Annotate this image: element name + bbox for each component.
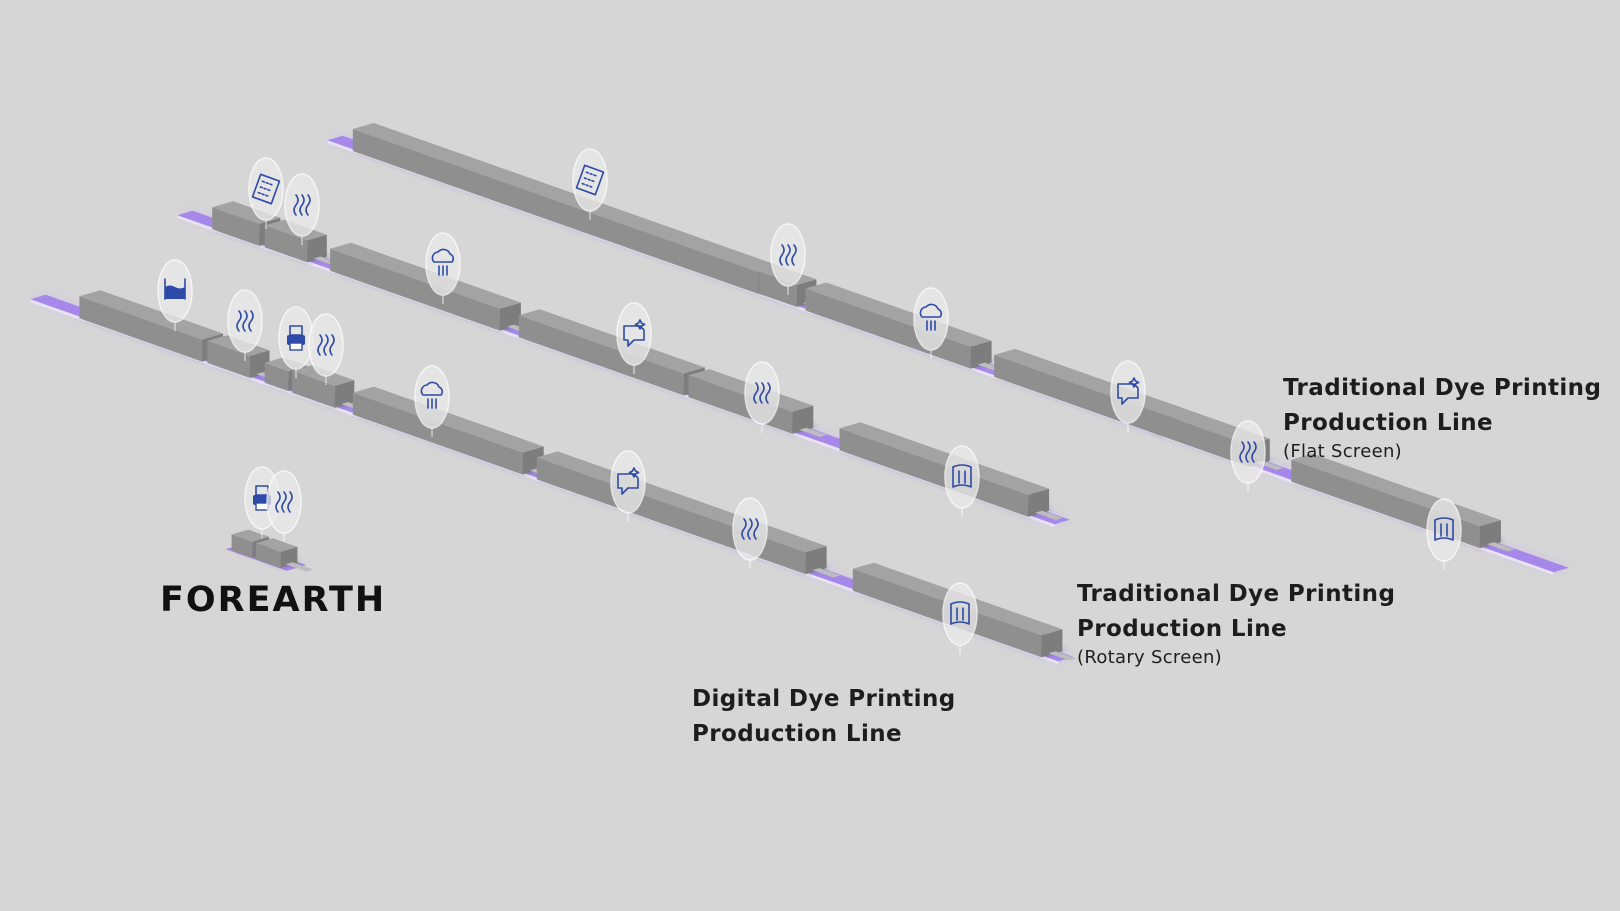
steam-icon xyxy=(779,244,797,266)
flat-production-line xyxy=(327,123,1569,576)
machine-unit xyxy=(256,538,298,552)
rotary-line-subtitle: (Rotary Screen) xyxy=(1077,647,1223,668)
station-bubble xyxy=(284,173,320,245)
screen-icon xyxy=(251,173,281,205)
machine-unit xyxy=(518,309,705,374)
steam-icon xyxy=(317,334,335,356)
station-bubble xyxy=(414,365,450,437)
station-bubble xyxy=(278,306,314,378)
digital-line-label: Digital Dye Printing Production Line xyxy=(692,682,956,752)
steamer-icon xyxy=(919,303,943,331)
rotary-line-title-1: Traditional Dye Printing xyxy=(1077,581,1396,607)
digital-line-title-1: Digital Dye Printing xyxy=(692,686,956,712)
printer-icon xyxy=(287,325,305,351)
steam-icon xyxy=(275,491,293,513)
station-bubble xyxy=(1230,420,1266,492)
flat-line-title-2: Production Line xyxy=(1283,410,1494,436)
machine-unit xyxy=(839,422,1050,495)
station-bubble xyxy=(616,302,652,374)
flat-line-title-1: Traditional Dye Printing xyxy=(1283,375,1602,401)
stenter-icon xyxy=(952,464,972,488)
wash-icon xyxy=(617,467,640,495)
machine-unit xyxy=(352,386,544,453)
station-bubble xyxy=(157,259,193,331)
machine-unit xyxy=(330,242,521,309)
flat-line-subtitle: (Flat Screen) xyxy=(1283,441,1402,462)
steam-icon xyxy=(1239,441,1257,463)
rotary-screen-line-label: Traditional Dye Printing Production Line… xyxy=(1077,577,1395,669)
stenter-icon xyxy=(950,601,970,625)
station-bubble xyxy=(770,223,806,295)
stenter-icon xyxy=(1434,517,1454,541)
station-bubble xyxy=(227,289,263,361)
steam-icon xyxy=(741,518,759,540)
station-bubble xyxy=(425,232,461,304)
steam-icon xyxy=(293,194,311,216)
station-bubble xyxy=(248,157,284,229)
wash-icon xyxy=(1117,377,1140,405)
station-bubble xyxy=(572,148,608,220)
station-bubble xyxy=(308,313,344,385)
steam-icon xyxy=(753,382,771,404)
steamer-icon xyxy=(431,248,455,276)
station-bubble xyxy=(1426,498,1462,570)
digital-line-title-2: Production Line xyxy=(692,721,903,747)
rotary-production-line xyxy=(177,157,1070,528)
standalone-printing-unit xyxy=(225,466,314,572)
machine-unit xyxy=(352,123,780,272)
station-bubble xyxy=(732,497,768,569)
digital-production-line xyxy=(30,259,1077,665)
steamer-icon xyxy=(420,381,444,409)
station-bubble xyxy=(913,287,949,359)
station-bubble xyxy=(942,582,978,654)
dye-bath-icon xyxy=(164,278,186,300)
station-bubble xyxy=(266,470,302,542)
station-bubble xyxy=(1110,360,1146,432)
flat-screen-line-label: Traditional Dye Printing Production Line… xyxy=(1283,371,1601,463)
rotary-line-title-2: Production Line xyxy=(1077,616,1288,642)
steam-icon xyxy=(236,310,254,332)
machine-unit xyxy=(79,290,224,340)
station-bubble xyxy=(944,445,980,517)
station-bubble xyxy=(610,450,646,522)
station-bubble xyxy=(744,361,780,433)
machine-unit xyxy=(231,529,270,542)
forearth-logo: FOREARTH xyxy=(160,580,387,620)
screen-icon xyxy=(575,164,605,196)
wash-icon xyxy=(623,319,646,347)
